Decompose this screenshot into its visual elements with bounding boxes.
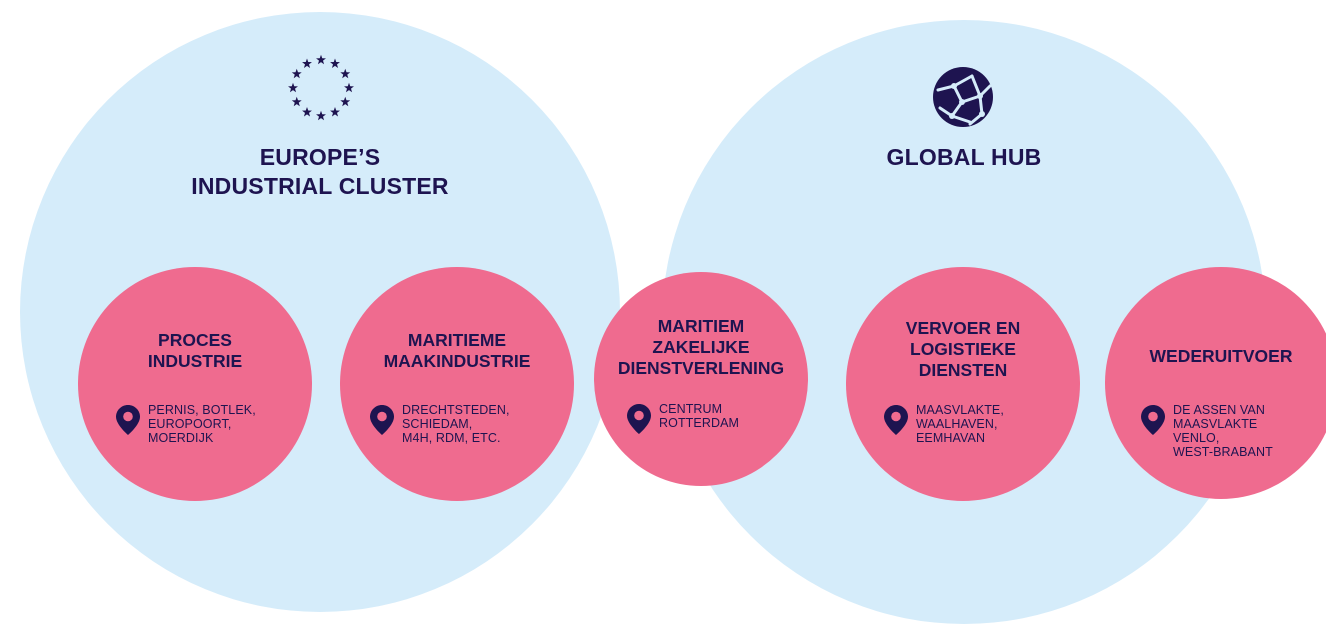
eu-star	[288, 82, 298, 93]
location-pin-icon	[370, 405, 394, 435]
cluster-title: MARITIEME MAAKINDUSTRIE	[383, 330, 531, 371]
eu-star	[316, 54, 326, 65]
europes-industrial-cluster-heading: EUROPE’S INDUSTRIAL CLUSTER	[120, 143, 520, 201]
cluster-maritiem-zakelijke-dienstverlening: MARITIEM ZAKELIJKE DIENSTVERLENING CENTR…	[594, 272, 808, 486]
cluster-title: MARITIEM ZAKELIJKE DIENSTVERLENING	[617, 316, 785, 378]
cluster-title: PROCES INDUSTRIE	[147, 330, 243, 371]
cluster-location-text: PERNIS, BOTLEK, EUROPOORT, MOERDIJK	[148, 403, 256, 445]
cluster-maritieme-maakindustrie: MARITIEME MAAKINDUSTRIE DRECHTSTEDEN, SC…	[340, 267, 574, 501]
cluster-title: WEDERUITVOER	[1149, 346, 1293, 366]
cluster-vervoer-en-logistieke-diensten: VERVOER EN LOGISTIEKE DIENSTEN MAASVLAKT…	[846, 267, 1080, 501]
heading-line-1: GLOBAL HUB	[886, 144, 1042, 170]
eu-star	[291, 68, 302, 79]
eu-star	[344, 82, 354, 93]
cluster-location-text: MAASVLAKTE, WAALHAVEN, EEMHAVAN	[916, 403, 1004, 445]
location-pin-icon	[116, 405, 140, 435]
eu-star	[330, 58, 340, 68]
eu-stars-icon	[288, 54, 354, 121]
heading-line-2: INDUSTRIAL CLUSTER	[191, 173, 449, 199]
global-hub-heading: GLOBAL HUB	[764, 143, 1164, 172]
eu-star	[316, 110, 326, 121]
location-pin-icon	[627, 404, 651, 434]
eu-star	[330, 107, 340, 117]
cluster-wederuitvoer: WEDERUITVOER DE ASSEN VAN MAASVLAKTE VEN…	[1105, 267, 1326, 499]
location-pin-icon	[884, 405, 908, 435]
eu-star	[302, 107, 312, 117]
cluster-title: VERVOER EN LOGISTIEKE DIENSTEN	[905, 318, 1021, 380]
cluster-location-text: CENTRUM ROTTERDAM	[659, 402, 740, 430]
cluster-location-text: DE ASSEN VAN MAASVLAKTE VENLO, WEST-BRAB…	[1173, 403, 1273, 459]
cluster-location-text: DRECHTSTEDEN, SCHIEDAM, M4H, RDM, ETC.	[402, 403, 510, 445]
cluster-location: DRECHTSTEDEN, SCHIEDAM, M4H, RDM, ETC.	[370, 403, 510, 445]
heading-line-1: EUROPE’S	[259, 144, 381, 170]
cluster-proces-industrie: PROCES INDUSTRIE PERNIS, BOTLEK, EUROPOO…	[78, 267, 312, 501]
globe-icon	[933, 67, 993, 127]
eu-star	[340, 68, 351, 79]
eu-star	[302, 58, 312, 68]
eu-star	[340, 96, 351, 107]
location-pin-icon	[1141, 405, 1165, 435]
cluster-location: DE ASSEN VAN MAASVLAKTE VENLO, WEST-BRAB…	[1141, 403, 1273, 459]
cluster-location: CENTRUM ROTTERDAM	[627, 402, 739, 434]
cluster-location: MAASVLAKTE, WAALHAVEN, EEMHAVAN	[884, 403, 1004, 445]
cluster-location: PERNIS, BOTLEK, EUROPOORT, MOERDIJK	[116, 403, 256, 445]
eu-star	[291, 96, 302, 107]
